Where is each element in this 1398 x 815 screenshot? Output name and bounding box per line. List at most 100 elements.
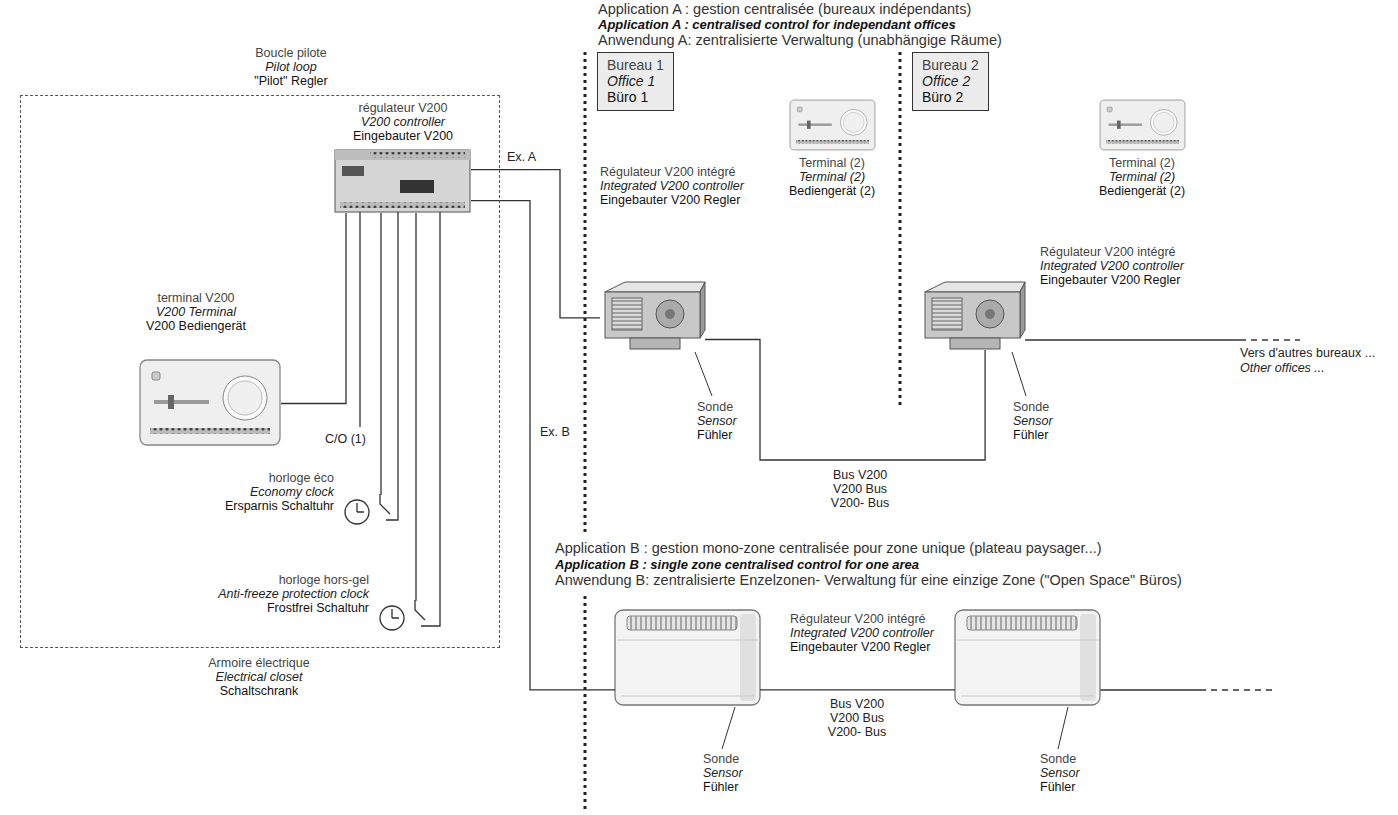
node-text: horloge hors-gel [218,573,369,587]
node-text: Régulateur V200 intégré [600,165,744,179]
node-text: Büro 2 [922,89,979,105]
node-text: Bediengerät (2) [789,184,875,198]
node-text: "Pilot" Regler [254,74,328,88]
label-group: horloge hors-gelAnti-freeze protection c… [218,573,369,615]
node-text: Régulateur V200 intégré [790,612,934,626]
console-unit [615,610,760,705]
node-text: Bureau 1 [607,57,664,73]
node-text: horloge éco [225,471,334,485]
label-group: Bureau 2Office 2Büro 2 [922,57,979,105]
connector-label: Ex. B [538,425,572,439]
node-text: Sensor [1040,766,1080,780]
node-text: Sensor [1013,414,1053,428]
console-box: Régulateur V200 intégréIntegrated V200 c… [615,610,760,705]
annotation-label: Application B : single zone centralised … [555,557,919,572]
node-text: Régulateur V200 intégré [1040,245,1184,259]
node-text: régulateur V200 [353,101,453,115]
node-text: Bureau 2 [922,57,979,73]
node-text: Anti-freeze protection clock [218,587,369,601]
annotation-label: Application B : gestion mono-zone centra… [555,540,1102,556]
node-text: Sensor [703,766,743,780]
label-group: Terminal (2)Terminal (2)Bediengerät (2) [789,156,875,198]
label-group: terminal V200V200 TerminalV200 Bedienger… [146,291,246,333]
office-box: Bureau 1Office 1Büro 1 [597,52,674,111]
node-text: Sonde [1013,400,1053,414]
cassette-box: Régulateur V200 intégréIntegrated V200 c… [600,280,705,350]
annotation-label: Anwendung A: zentralisierte Verwaltung (… [598,32,1002,48]
label-group: Régulateur V200 intégréIntegrated V200 c… [1040,245,1184,287]
annotation-label: C/O (1) [325,432,366,446]
node-text: Terminal (2) [789,170,875,184]
label-group: SondeSensorFühler [1040,752,1080,794]
node-text: Electrical closet [208,670,309,684]
wire-connector [380,213,381,495]
node-text: Schaltschrank [208,684,309,698]
label-group: Régulateur V200 intégréIntegrated V200 c… [790,612,934,654]
annotation-label: Vers d'autres bureaux ... [1240,346,1375,360]
office-box: Bureau 2Office 2Büro 2 [912,52,989,111]
wire [360,212,1300,690]
annotation-label: Other offices ... [1240,361,1325,375]
connector-label: Ex. A [505,150,538,164]
wire-connector [415,213,416,601]
label-group: Boucle pilotePilot loop"Pilot" Regler [254,46,328,88]
annotation-label: Anwendung B: zentralisierte Enzelzonen- … [555,572,1182,588]
node-text: Office 1 [607,73,664,89]
node-text: Eingebauter V200 Regler [600,193,744,207]
connector-label: Bus V200 V200 Bus V200- Bus [822,697,892,739]
wire-connector [281,213,346,404]
node-text: Pilot loop [254,60,328,74]
electrical-closet: régulateur V200V200 controllerEingebaute… [20,95,500,648]
node-text: Armoire électrique [208,656,309,670]
node-text: Fühler [697,428,737,442]
node-text: Sonde [1040,752,1080,766]
node-text: Integrated V200 controller [600,179,744,193]
node-text: Sonde [703,752,743,766]
node-text: Ersparnis Schaltuhr [225,499,334,513]
node-text: Sensor [697,414,737,428]
terminal-picture [790,100,875,150]
label-group: Terminal (2)Terminal (2)Bediengerät (2) [1099,156,1185,198]
node-text: V200 Bediengerät [146,319,246,333]
cassette-unit [925,282,1025,349]
node-text: Büro 1 [607,89,664,105]
node-text: Fühler [1040,780,1080,794]
annotation-label: Application A : gestion centralisée (bur… [598,1,971,17]
controller-picture [335,150,470,212]
node-text: Economy clock [225,485,334,499]
node-text: Terminal (2) [789,156,875,170]
console-box: SondeSensorFühler [955,610,1100,705]
node-text: Sonde [697,400,737,414]
terminal-box: terminal V200V200 TerminalV200 Bedienger… [141,361,281,446]
annotation-label: Application A : centralised control for … [598,17,956,32]
node-text: Eingebauter V200 Regler [1040,273,1184,287]
terminal-picture [1100,100,1185,150]
terminal-box: Terminal (2)Terminal (2)Bediengerät (2) [1100,100,1185,150]
label-group: SondeSensorFühler [703,752,743,794]
node-text: Bediengerät (2) [1099,184,1185,198]
node-text: Frostfrei Schaltuhr [218,601,369,615]
node-text: Integrated V200 controller [790,626,934,640]
node-text: V200 controller [353,115,453,129]
wire-connector [760,689,955,690]
office-dividers [585,52,900,812]
node-text: Terminal (2) [1099,170,1185,184]
node-text: Office 2 [922,73,979,89]
label-group: régulateur V200V200 controllerEingebaute… [353,101,453,143]
terminal-picture [140,360,280,445]
node-text: terminal V200 [146,291,246,305]
console-unit [955,610,1100,705]
node-text: Eingebauter V200 Regler [790,640,934,654]
label-group: Bureau 1Office 1Büro 1 [607,57,664,105]
clock-box: horloge écoEconomy clockErsparnis Schalt… [344,495,394,531]
label-group: Armoire électriqueElectrical closetSchal… [208,656,309,698]
wire-connector [471,201,615,690]
label-group: Régulateur V200 intégréIntegrated V200 c… [600,165,744,207]
node-text: Fühler [703,780,743,794]
label-group: horloge écoEconomy clockErsparnis Schalt… [225,471,334,513]
cassette-unit [605,282,705,349]
wire-connector [705,340,985,461]
wire-connector [471,170,600,318]
